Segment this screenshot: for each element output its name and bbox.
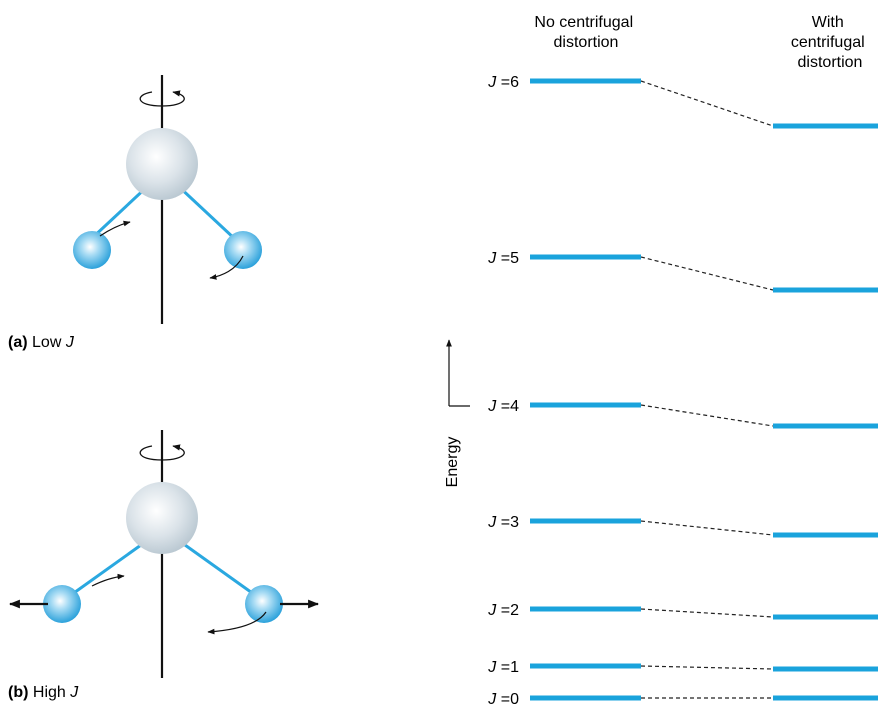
molecule-low-j: [73, 75, 262, 324]
level-j6: J =6: [487, 74, 878, 126]
level-j1: J =1: [487, 659, 878, 676]
header-no-distortion: No centrifugal distortion: [534, 14, 637, 51]
level-connector: [641, 521, 773, 535]
caption-b: (b) High J: [8, 684, 79, 701]
level-label: J =2: [487, 602, 519, 619]
energy-diagram: No centrifugal distortion With centrifug…: [444, 14, 878, 707]
level-label: J =5: [487, 250, 519, 267]
level-label: J =3: [487, 514, 519, 531]
level-connector: [641, 609, 773, 617]
level-connector: [641, 257, 773, 290]
level-label: J =6: [487, 74, 519, 91]
level-j4: J =4: [487, 398, 878, 426]
small-atom-left: [43, 585, 81, 623]
bond-left: [64, 540, 148, 600]
central-atom: [126, 128, 198, 200]
caption-a: (a) Low J: [8, 334, 75, 351]
energy-axis-label: Energy: [444, 437, 461, 488]
small-atom-right: [224, 231, 262, 269]
level-label: J =0: [487, 691, 519, 707]
level-j3: J =3: [487, 514, 878, 535]
level-j2: J =2: [487, 602, 878, 619]
bond-right: [178, 540, 262, 600]
level-label: J =1: [487, 659, 519, 676]
level-label: J =4: [487, 398, 519, 415]
small-atom-right: [245, 585, 283, 623]
bond-right: [176, 184, 236, 240]
motion-arrow-icon: [100, 222, 130, 236]
level-j5: J =5: [487, 250, 878, 290]
central-atom: [126, 482, 198, 554]
level-connector: [641, 81, 773, 126]
level-connector: [641, 405, 773, 426]
level-j0: J =0: [487, 691, 878, 707]
small-atom-left: [73, 231, 111, 269]
level-connector: [641, 666, 773, 669]
header-with-distortion: With centrifugal distortion: [791, 14, 869, 71]
molecule-high-j: [10, 430, 318, 678]
